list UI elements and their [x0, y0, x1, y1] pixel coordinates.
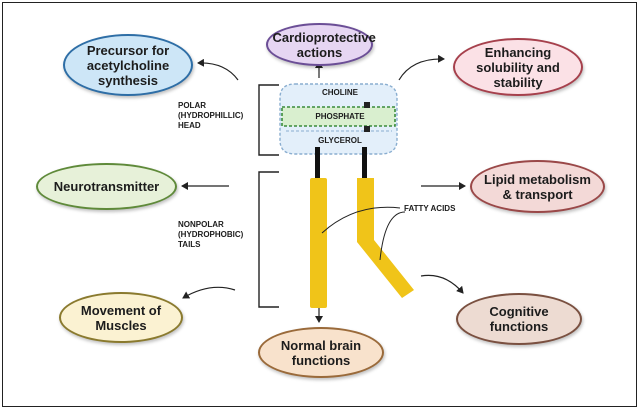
nonpolar-tails-bracket [258, 171, 279, 308]
solubility-stability-bubble: Enhancing solubility and stability [453, 38, 583, 96]
neurotransmitter-text: Neurotransmitter [53, 179, 160, 194]
cognitive-functions-bubble: Cognitive functions [456, 293, 582, 345]
normal-brain-bubble: Normal brain functions [258, 327, 384, 378]
fatty-acid-tail-right [357, 178, 414, 298]
phosphate-bond-bottom [364, 126, 370, 132]
polar-head-label: POLAR (HYDROPHILLIC) HEAD [178, 101, 244, 130]
arrow-to-muscles [182, 286, 236, 299]
phosphate-band [281, 106, 396, 127]
cognitive-functions-text: Cognitive functions [489, 304, 549, 334]
neurotransmitter-bubble: Neurotransmitter [36, 163, 177, 210]
movement-muscles-text: Movement of Muscles [80, 302, 162, 333]
tail-connector-right [362, 147, 367, 180]
precursor-acetylcholine-text: Precursor for acetylcholine synthesis [86, 42, 170, 88]
arrow-to-cognitive [420, 274, 464, 294]
glycerol-label: GLYCEROL [318, 136, 362, 145]
fatty-acids-label: FATTY ACIDS [404, 204, 456, 213]
phosphate-label: PHOSPHATE [315, 112, 365, 121]
arrow-to-solubility [398, 54, 445, 81]
movement-muscles-bubble: Movement of Muscles [59, 292, 183, 343]
solubility-stability-text: Enhancing solubility and stability [476, 44, 560, 90]
precursor-acetylcholine-bubble: Precursor for acetylcholine synthesis [63, 34, 193, 96]
lipid-metabolism-text: Lipid metabolism & transport [484, 171, 591, 202]
fatty-acid-tail-left [310, 178, 327, 308]
polar-head-bracket [258, 84, 279, 156]
normal-brain-text: Normal brain functions [280, 337, 362, 368]
cardioprotective-bubble: Cardioprotective actions [266, 23, 376, 66]
tail-connector-left [315, 147, 320, 180]
phosphate-bond-top [364, 102, 370, 108]
nonpolar-tails-label: NONPOLAR (HYDROPHOBIC) TAILS [178, 220, 244, 249]
lipid-metabolism-bubble: Lipid metabolism & transport [470, 160, 605, 213]
cardioprotective-text: Cardioprotective actions [272, 29, 376, 60]
choline-label: CHOLINE [322, 88, 358, 97]
figure-border [2, 2, 637, 407]
arrow-to-precursor [197, 58, 239, 81]
